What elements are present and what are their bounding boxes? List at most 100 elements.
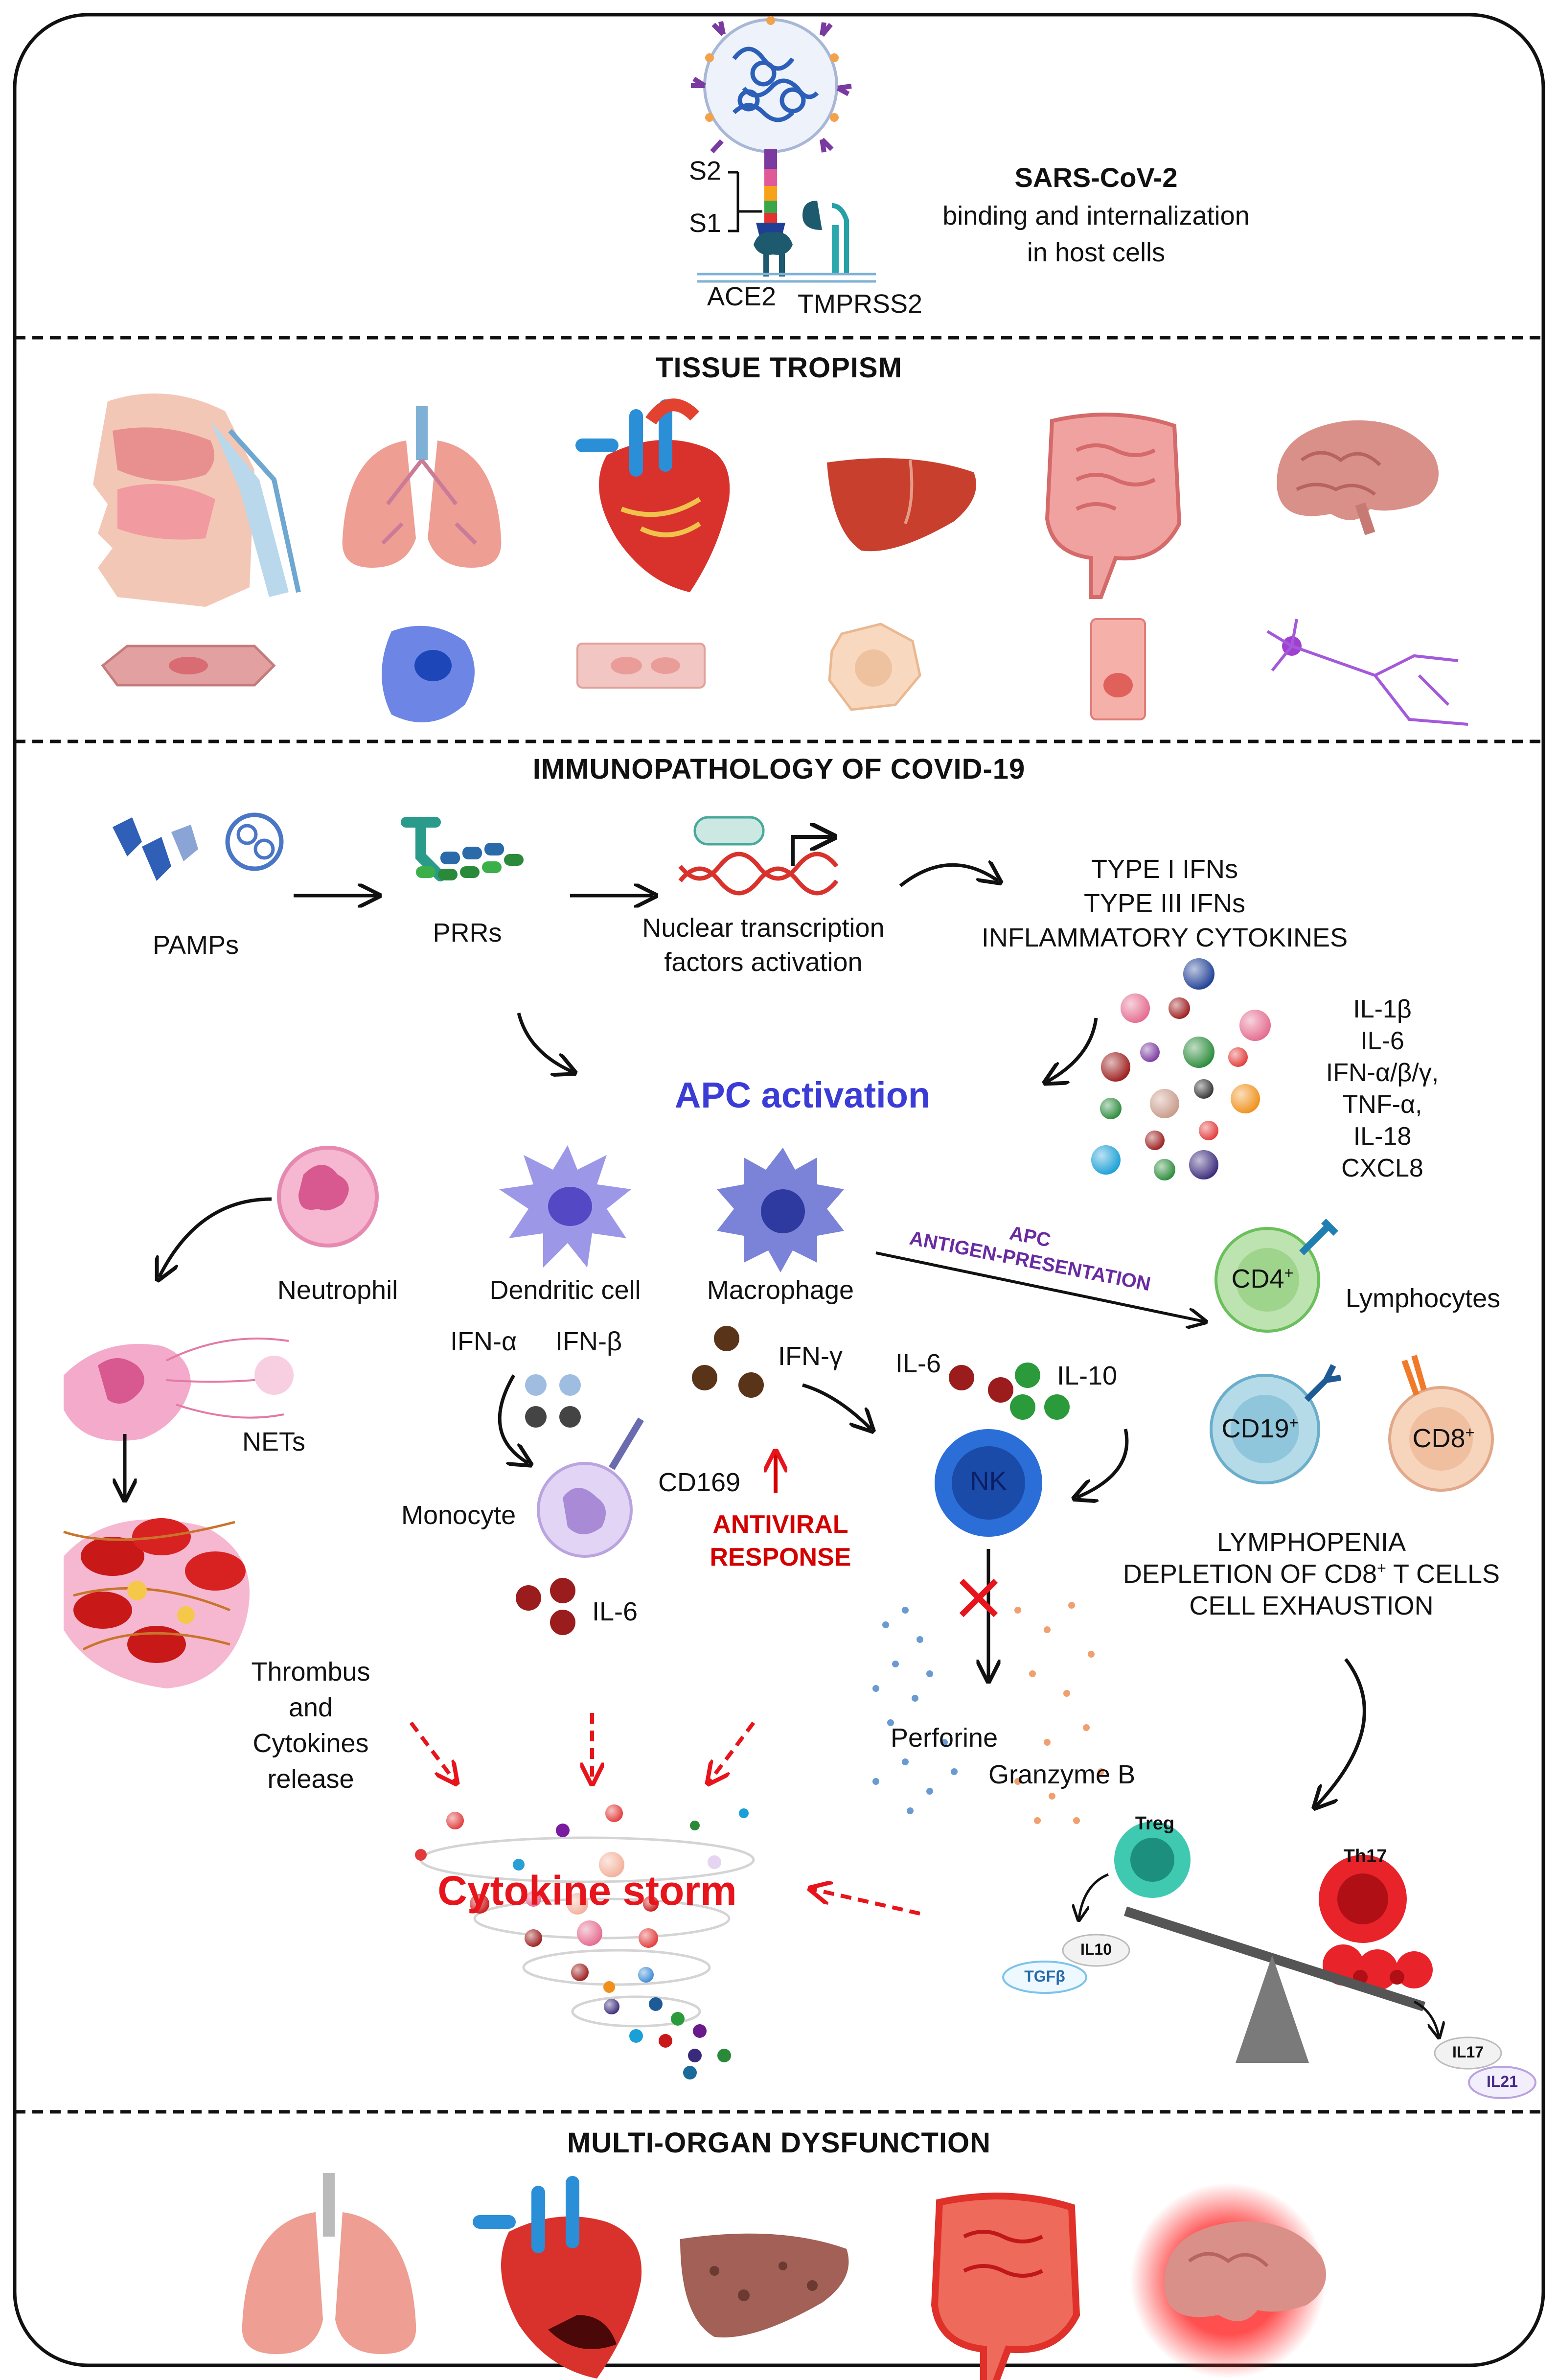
- cytokine-list-4: IL-18: [1353, 1122, 1412, 1151]
- ntf-line1: Nuclear transcription: [642, 913, 885, 943]
- arrow-to-apc-right: [1047, 1017, 1098, 1082]
- dendritic-cell-icon: [499, 1145, 631, 1268]
- nk-cell-icon: [935, 1429, 1042, 1537]
- cytokine-ball-shine: [1091, 1145, 1121, 1175]
- storm-ball: [693, 2024, 707, 2038]
- heart-icon: [575, 398, 730, 592]
- prrs-icon: [401, 817, 524, 881]
- il6-label-nk: IL-6: [895, 1349, 941, 1378]
- s2-bracket: [728, 171, 739, 211]
- treg-cell-icon: [1114, 1822, 1191, 1898]
- tissue-tropism-heading: TISSUE TROPISM: [656, 352, 902, 384]
- cytokine-ball-shine: [1183, 958, 1214, 990]
- red-arrow-4: [812, 1889, 920, 1916]
- perforine-dot: [1044, 1739, 1051, 1746]
- il17-pill: [1434, 2036, 1502, 2070]
- nk-label: NK: [970, 1466, 1007, 1496]
- th17-cell-icon: [1319, 1855, 1433, 1990]
- balance-scale-icon: [1123, 1906, 1426, 2063]
- cd19-lymphocyte-icon: [1210, 1364, 1341, 1484]
- cytokine-ball-shine: [1101, 1052, 1130, 1082]
- cell-membrane: [697, 273, 876, 283]
- storm-ball-shine: [643, 1896, 659, 1912]
- ace2-receptor-icon: [754, 232, 793, 277]
- nets-icon: [64, 1338, 294, 1441]
- th17-label: Th17: [1343, 1846, 1387, 1867]
- outer-frame: [13, 13, 1545, 2367]
- storm-ball: [708, 1855, 721, 1869]
- perforine-dot: [912, 1695, 918, 1702]
- red-arrow-1: [409, 1721, 455, 1781]
- arrow-ifn-monocyte: [498, 1374, 528, 1463]
- ifn-line1: TYPE I IFNs: [1091, 855, 1238, 884]
- cytokine-ball-shine: [1168, 997, 1190, 1019]
- inflamed-brain-icon: [1130, 2183, 1326, 2379]
- s1-bracket: [728, 210, 762, 232]
- storm-ball-shine: [577, 1920, 602, 1946]
- cd8-label: CD8+: [1412, 1424, 1475, 1453]
- liver-icon: [827, 458, 976, 552]
- thrombus-line2: and: [288, 1693, 333, 1722]
- muscle-cell-icon: [576, 643, 706, 689]
- virus-caption-line2: binding and internalization: [942, 201, 1250, 231]
- neutrophil-icon: [277, 1146, 379, 1248]
- dna-transcription-icon: [678, 816, 839, 896]
- perforine-dot: [1068, 1602, 1075, 1609]
- lymphopenia-line1: LYMPHOPENIA: [1216, 1527, 1406, 1557]
- cytokine-cluster: [1091, 958, 1271, 1180]
- enterocyte-icon: [1090, 618, 1146, 720]
- monocyte-label: Monocyte: [401, 1501, 516, 1530]
- ifn-gamma-label: IFN-γ: [778, 1341, 843, 1371]
- neuron-icon: [1266, 619, 1468, 726]
- ifn-gamma-balls: [692, 1326, 764, 1398]
- lymphocytes-label: Lymphocytes: [1346, 1284, 1501, 1313]
- macrophage-icon: [717, 1148, 844, 1272]
- arrow-ntf-ifn: [899, 865, 998, 887]
- arrow-ifng-nk: [802, 1383, 871, 1429]
- storm-ball-shine: [604, 1999, 619, 2014]
- sars-cov-2-virus-icon: [691, 16, 852, 154]
- storm-ball-shine: [638, 1967, 654, 1983]
- blocked-cross-icon: [959, 1578, 998, 1617]
- ace2-label: ACE2: [707, 282, 777, 311]
- storm-ball: [513, 1859, 525, 1871]
- perforine-dot: [872, 1685, 879, 1692]
- cytokine-storm-label: Cytokine storm: [437, 1868, 737, 1914]
- il6-label-monocyte: IL-6: [592, 1597, 638, 1626]
- perforine-dot: [872, 1778, 879, 1785]
- perforine-dot: [902, 1607, 909, 1614]
- tmprss2-icon: [802, 201, 849, 274]
- cd4-lymphocyte-icon: [1214, 1219, 1338, 1333]
- cytokine-ball-shine: [1189, 1150, 1218, 1179]
- perforine-dot: [926, 1670, 933, 1677]
- immune-cell-icon: [382, 625, 475, 722]
- cytokine-ball-shine: [1228, 1047, 1248, 1067]
- inflamed-intestine-icon: [931, 2193, 1080, 2380]
- storm-ball: [603, 1981, 615, 1993]
- cd19-label: CD19+: [1221, 1414, 1299, 1443]
- nasal-cavity-icon: [93, 393, 301, 607]
- storm-ball: [556, 1824, 570, 1837]
- apc-activation-label: APC activation: [674, 1075, 931, 1115]
- cd169-label: CD169: [658, 1468, 741, 1497]
- cytokine-ball-shine: [1121, 994, 1150, 1023]
- perforine-granzyme-dots: [872, 1602, 1104, 1824]
- perforine-dot: [1063, 1690, 1070, 1697]
- storm-ball: [415, 1849, 427, 1861]
- intestine-icon: [1045, 413, 1182, 599]
- cytokine-ball-shine: [1231, 1084, 1260, 1113]
- cytokine-ball-shine: [1140, 1042, 1160, 1062]
- storm-ball-shine: [525, 1929, 542, 1947]
- il10-label: IL-10: [1057, 1361, 1118, 1390]
- ifn-alpha-label: IFN-α: [450, 1327, 517, 1356]
- il10-pill: [1062, 1934, 1130, 1967]
- cytokine-ball-shine: [1154, 1159, 1175, 1180]
- tgfb-pill-label: TGFβ: [1024, 1967, 1065, 1985]
- immunopathology-heading: IMMUNOPATHOLOGY OF COVID-19: [532, 753, 1026, 785]
- hepatocyte-icon: [828, 623, 921, 711]
- perforine-dot: [916, 1636, 923, 1643]
- perforine-dot: [892, 1661, 899, 1667]
- cytokine-list-3: TNF-α,: [1342, 1090, 1422, 1119]
- perforine-dot: [1088, 1651, 1095, 1658]
